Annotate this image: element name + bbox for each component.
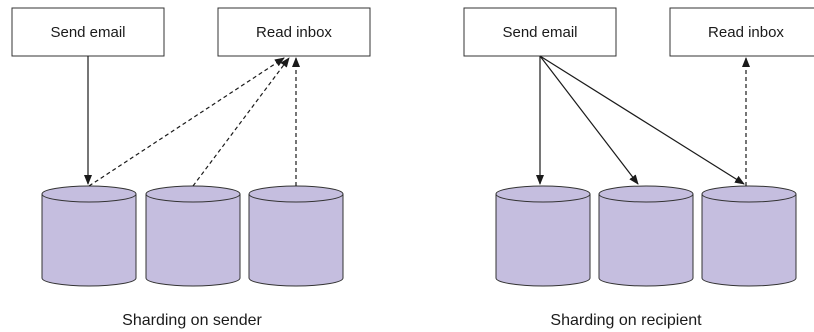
read-inbox-box: Read inbox xyxy=(217,7,371,57)
caption-sharding-on-sender: Sharding on sender xyxy=(122,312,262,329)
database-shard-1 xyxy=(495,185,591,287)
right-panel: Send email Read inbox Sharding on recipi… xyxy=(463,7,814,329)
left-panel: Send email Read inbox Sharding on sender xyxy=(11,7,371,329)
read-arrow-shard-2 xyxy=(192,57,290,187)
database-shard-3 xyxy=(248,185,344,287)
database-shard-1 xyxy=(41,185,137,287)
read-inbox-box: Read inbox xyxy=(669,7,814,57)
read-inbox-label: Read inbox xyxy=(708,24,784,41)
database-shard-3 xyxy=(701,185,797,287)
read-arrow-shard-1 xyxy=(88,57,285,187)
send-email-box: Send email xyxy=(463,7,617,57)
write-arrow-shard-3 xyxy=(539,55,745,185)
write-arrow-shard-2 xyxy=(539,55,639,185)
database-shard-2 xyxy=(145,185,241,287)
database-shard-2 xyxy=(598,185,694,287)
send-email-label: Send email xyxy=(502,24,577,41)
caption-sharding-on-recipient: Sharding on recipient xyxy=(550,312,702,329)
send-email-label: Send email xyxy=(50,24,125,41)
read-inbox-label: Read inbox xyxy=(256,24,332,41)
send-email-box: Send email xyxy=(11,7,165,57)
